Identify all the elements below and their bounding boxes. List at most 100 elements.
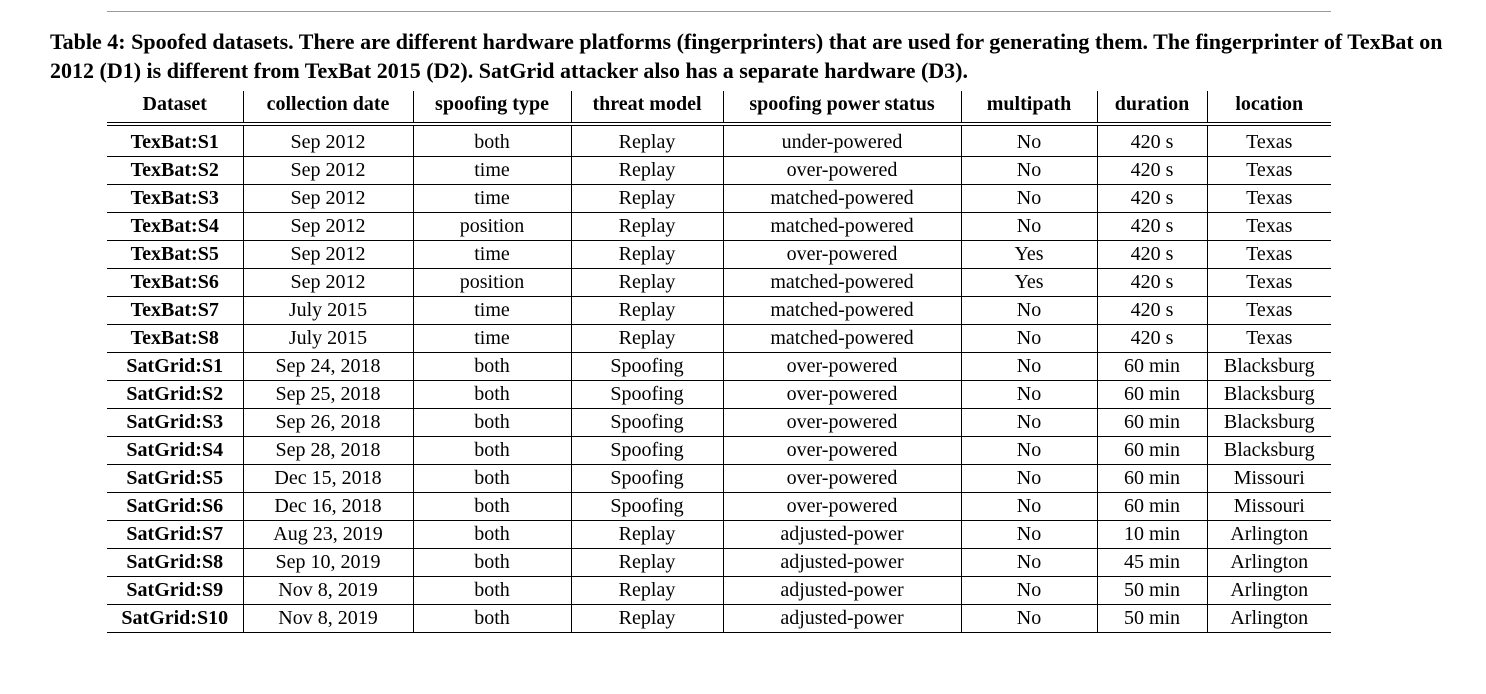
cell-spoofing-type: both <box>412 576 571 605</box>
cell-dataset: SatGrid:S6 <box>107 492 243 521</box>
cell-multipath: No <box>960 124 1097 157</box>
cell-duration: 60 min <box>1096 352 1207 381</box>
cell-collection-date: Sep 2012 <box>242 240 413 269</box>
cell-spoofing-type: both <box>412 548 571 577</box>
cell-multipath: No <box>960 548 1097 577</box>
cell-spoofing-power-status: matched-powered <box>722 268 961 297</box>
cell-spoofing-type: time <box>412 296 571 325</box>
header-threat-model: threat model <box>570 91 723 126</box>
cell-multipath: No <box>960 184 1097 213</box>
cell-threat-model: Replay <box>570 296 723 325</box>
cell-duration: 60 min <box>1096 408 1207 437</box>
cell-location: Missouri <box>1206 492 1331 521</box>
cell-threat-model: Replay <box>570 520 723 549</box>
cell-spoofing-power-status: matched-powered <box>722 296 961 325</box>
cell-spoofing-type: time <box>412 156 571 185</box>
cell-spoofing-power-status: over-powered <box>722 408 961 437</box>
cell-multipath: No <box>960 464 1097 493</box>
cell-spoofing-power-status: over-powered <box>722 240 961 269</box>
cell-spoofing-type: position <box>412 212 571 241</box>
cell-duration: 60 min <box>1096 464 1207 493</box>
cell-multipath: No <box>960 212 1097 241</box>
cell-multipath: No <box>960 156 1097 185</box>
cell-spoofing-power-status: over-powered <box>722 156 961 185</box>
cell-location: Texas <box>1206 124 1331 157</box>
cell-threat-model: Spoofing <box>570 352 723 381</box>
cell-collection-date: July 2015 <box>242 324 413 353</box>
header-collection-date: collection date <box>242 91 413 126</box>
cell-dataset: SatGrid:S3 <box>107 408 243 437</box>
cell-dataset: TexBat:S3 <box>107 184 243 213</box>
cell-location: Arlington <box>1206 520 1331 549</box>
cell-duration: 45 min <box>1096 548 1207 577</box>
header-multipath: multipath <box>960 91 1097 126</box>
cell-location: Texas <box>1206 240 1331 269</box>
cell-location: Texas <box>1206 296 1331 325</box>
cell-multipath: Yes <box>960 240 1097 269</box>
cell-multipath: No <box>960 296 1097 325</box>
cell-spoofing-power-status: over-powered <box>722 464 961 493</box>
cell-collection-date: Sep 2012 <box>242 156 413 185</box>
cell-multipath: No <box>960 436 1097 465</box>
header-spoofing-power-status: spoofing power status <box>722 91 961 126</box>
cell-multipath: No <box>960 324 1097 353</box>
cell-dataset: SatGrid:S5 <box>107 464 243 493</box>
cell-collection-date: Nov 8, 2019 <box>242 576 413 605</box>
cell-dataset: SatGrid:S4 <box>107 436 243 465</box>
cell-spoofing-power-status: over-powered <box>722 380 961 409</box>
cell-dataset: TexBat:S2 <box>107 156 243 185</box>
cell-spoofing-type: time <box>412 240 571 269</box>
cell-spoofing-power-status: over-powered <box>722 492 961 521</box>
cell-duration: 420 s <box>1096 240 1207 269</box>
cell-duration: 60 min <box>1096 380 1207 409</box>
cell-duration: 420 s <box>1096 124 1207 157</box>
cell-location: Arlington <box>1206 604 1331 633</box>
cell-threat-model: Replay <box>570 156 723 185</box>
cell-location: Arlington <box>1206 548 1331 577</box>
cell-dataset: TexBat:S1 <box>107 124 243 157</box>
cell-spoofing-type: both <box>412 408 571 437</box>
cell-location: Texas <box>1206 156 1331 185</box>
cell-spoofing-power-status: adjusted-power <box>722 548 961 577</box>
top-rule <box>107 11 1331 12</box>
cell-threat-model: Replay <box>570 184 723 213</box>
cell-collection-date: Sep 2012 <box>242 268 413 297</box>
cell-collection-date: Nov 8, 2019 <box>242 604 413 633</box>
cell-threat-model: Spoofing <box>570 380 723 409</box>
cell-dataset: TexBat:S5 <box>107 240 243 269</box>
header-row: Dataset collection date spoofing type th… <box>107 91 1331 126</box>
cell-location: Arlington <box>1206 576 1331 605</box>
cell-duration: 60 min <box>1096 436 1207 465</box>
cell-multipath: No <box>960 520 1097 549</box>
cell-spoofing-power-status: matched-powered <box>722 324 961 353</box>
cell-multipath: No <box>960 604 1097 633</box>
cell-duration: 420 s <box>1096 324 1207 353</box>
cell-location: Blacksburg <box>1206 436 1331 465</box>
cell-collection-date: July 2015 <box>242 296 413 325</box>
cell-dataset: SatGrid:S10 <box>107 604 243 633</box>
cell-threat-model: Replay <box>570 576 723 605</box>
cell-spoofing-type: time <box>412 184 571 213</box>
cell-location: Blacksburg <box>1206 408 1331 437</box>
cell-multipath: No <box>960 352 1097 381</box>
cell-threat-model: Spoofing <box>570 436 723 465</box>
cell-location: Texas <box>1206 212 1331 241</box>
header-dataset: Dataset <box>107 91 243 126</box>
cell-collection-date: Sep 2012 <box>242 124 413 157</box>
cell-spoofing-power-status: adjusted-power <box>722 520 961 549</box>
cell-duration: 420 s <box>1096 212 1207 241</box>
cell-dataset: TexBat:S8 <box>107 324 243 353</box>
cell-dataset: SatGrid:S8 <box>107 548 243 577</box>
cell-multipath: No <box>960 576 1097 605</box>
cell-duration: 50 min <box>1096 576 1207 605</box>
cell-location: Missouri <box>1206 464 1331 493</box>
cell-spoofing-power-status: under-powered <box>722 124 961 157</box>
cell-threat-model: Spoofing <box>570 492 723 521</box>
